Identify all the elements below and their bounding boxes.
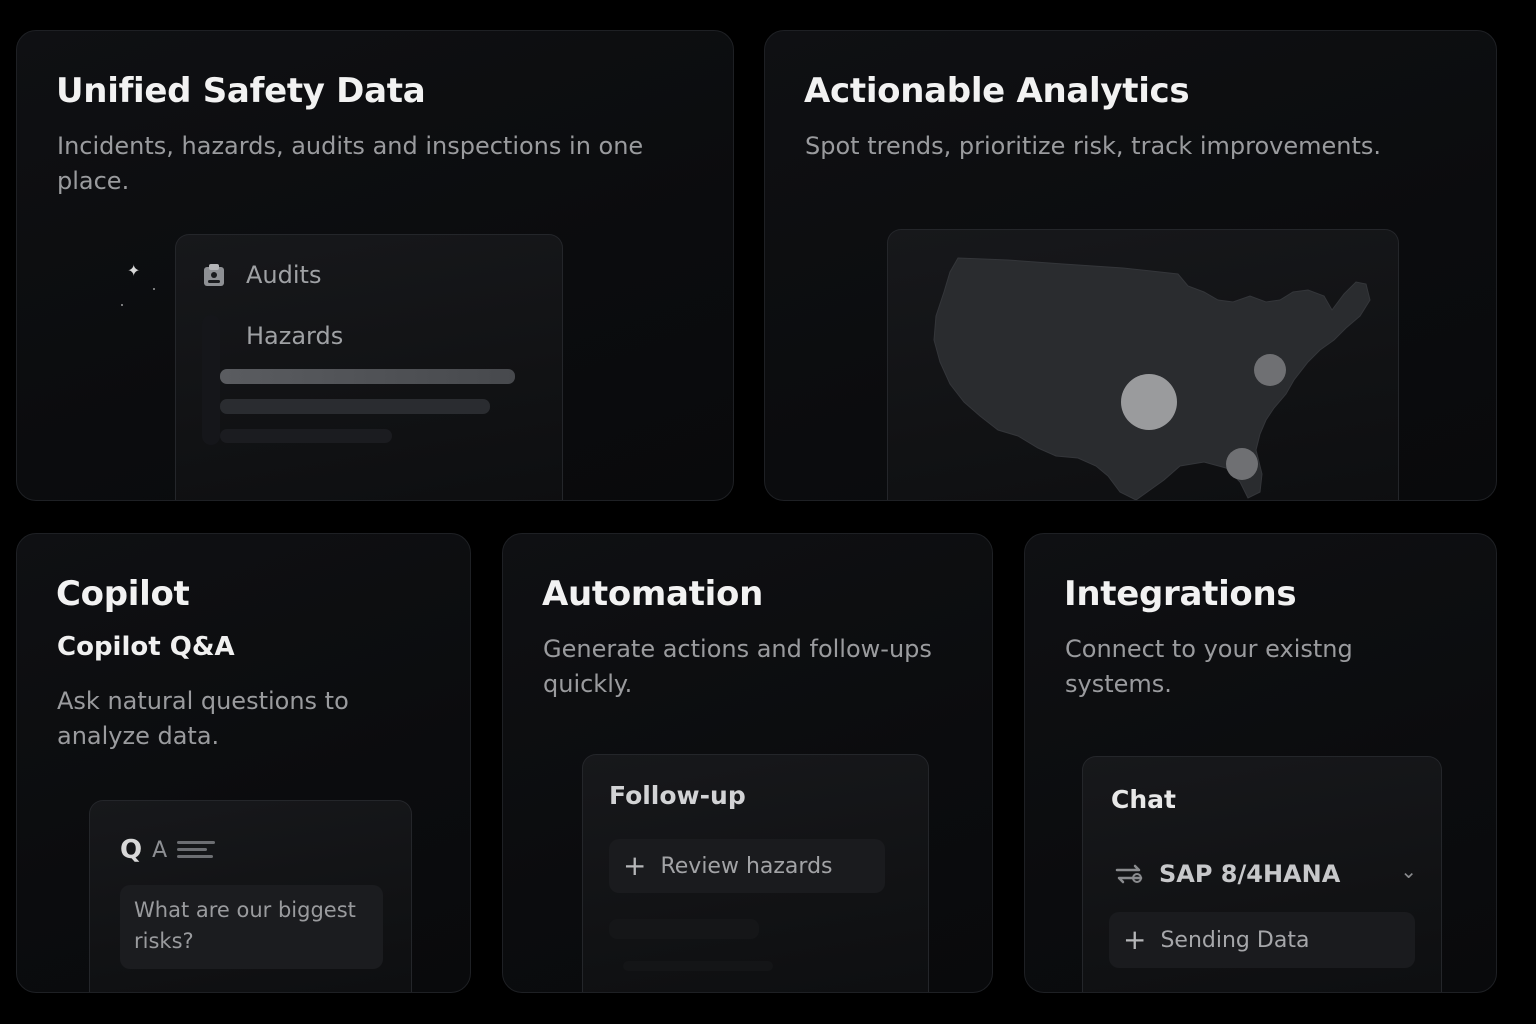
panel-rail (202, 315, 220, 445)
chip-label: Sending Data (1160, 927, 1310, 953)
placeholder-row (623, 961, 773, 971)
qa-panel: Q A What are our biggest risks? (89, 800, 412, 992)
risk-bubble[interactable] (1226, 448, 1258, 480)
map-panel (887, 229, 1399, 500)
plus-icon: + (1123, 923, 1147, 956)
system-select[interactable]: SAP 8/4HANA ⌄ (1111, 859, 1417, 889)
risk-bubble[interactable] (1121, 374, 1177, 430)
integrations-card: Integrations Connect to your existng sys… (1024, 533, 1497, 993)
card-subtitle: Spot trends, prioritize risk, track impr… (805, 132, 1382, 160)
qa-q-label: Q (120, 835, 143, 865)
risk-bubble[interactable] (1254, 354, 1286, 386)
card-heading: Copilot Q&A (57, 632, 235, 662)
clipboard-icon (204, 264, 224, 286)
qa-header: Q A (120, 835, 217, 865)
follow-up-panel: Follow-up + Review hazards (582, 754, 929, 992)
card-title: Automation (542, 574, 763, 614)
automation-card: Automation Generate actions and follow-u… (502, 533, 993, 993)
chip-label: Review hazards (660, 853, 833, 879)
card-title: Integrations (1064, 574, 1297, 614)
card-subtitle: Ask natural questions to analyze data. (57, 687, 349, 750)
card-title: Copilot (56, 574, 190, 614)
panel-title: Follow-up (609, 781, 746, 810)
data-panel: Audits Hazards (175, 234, 563, 500)
card-subtitle: Connect to your existng systems. (1065, 635, 1353, 698)
card-subtitle: Generate actions and follow-ups quickly. (543, 635, 932, 698)
unified-safety-data-card: Unified Safety Data Incidents, hazards, … (16, 30, 734, 501)
sync-icon (1115, 864, 1143, 884)
question-bubble[interactable]: What are our biggest risks? (120, 885, 383, 969)
audits-label: Audits (246, 261, 322, 289)
lines-icon (177, 841, 216, 858)
qa-a-label: A (152, 837, 168, 863)
system-label: SAP 8/4HANA (1159, 860, 1341, 888)
hazards-row[interactable]: Hazards (246, 322, 344, 350)
review-hazards-button[interactable]: + Review hazards (609, 839, 885, 893)
plus-icon: + (623, 849, 647, 882)
sparkle-icon: ✦ (127, 263, 141, 280)
actionable-analytics-card: Actionable Analytics Spot trends, priori… (764, 30, 1497, 501)
sending-data-button[interactable]: + Sending Data (1109, 912, 1415, 968)
panel-title: Chat (1111, 785, 1176, 814)
card-title: Actionable Analytics (804, 71, 1190, 111)
card-subtitle: Incidents, hazards, audits and inspectio… (57, 132, 644, 195)
card-title: Unified Safety Data (56, 71, 426, 111)
progress-bar (220, 399, 490, 414)
placeholder-row (609, 919, 759, 939)
sparkle-dot (153, 288, 155, 290)
chat-panel: Chat SAP 8/4HANA ⌄ + Sending Data (1082, 756, 1442, 992)
sparkle-dot (121, 304, 123, 306)
chevron-down-icon[interactable]: ⌄ (1400, 861, 1417, 883)
us-map-icon (933, 257, 1371, 500)
copilot-card: Copilot Copilot Q&A Ask natural question… (16, 533, 471, 993)
progress-bar (220, 429, 392, 443)
progress-bar (220, 369, 515, 384)
